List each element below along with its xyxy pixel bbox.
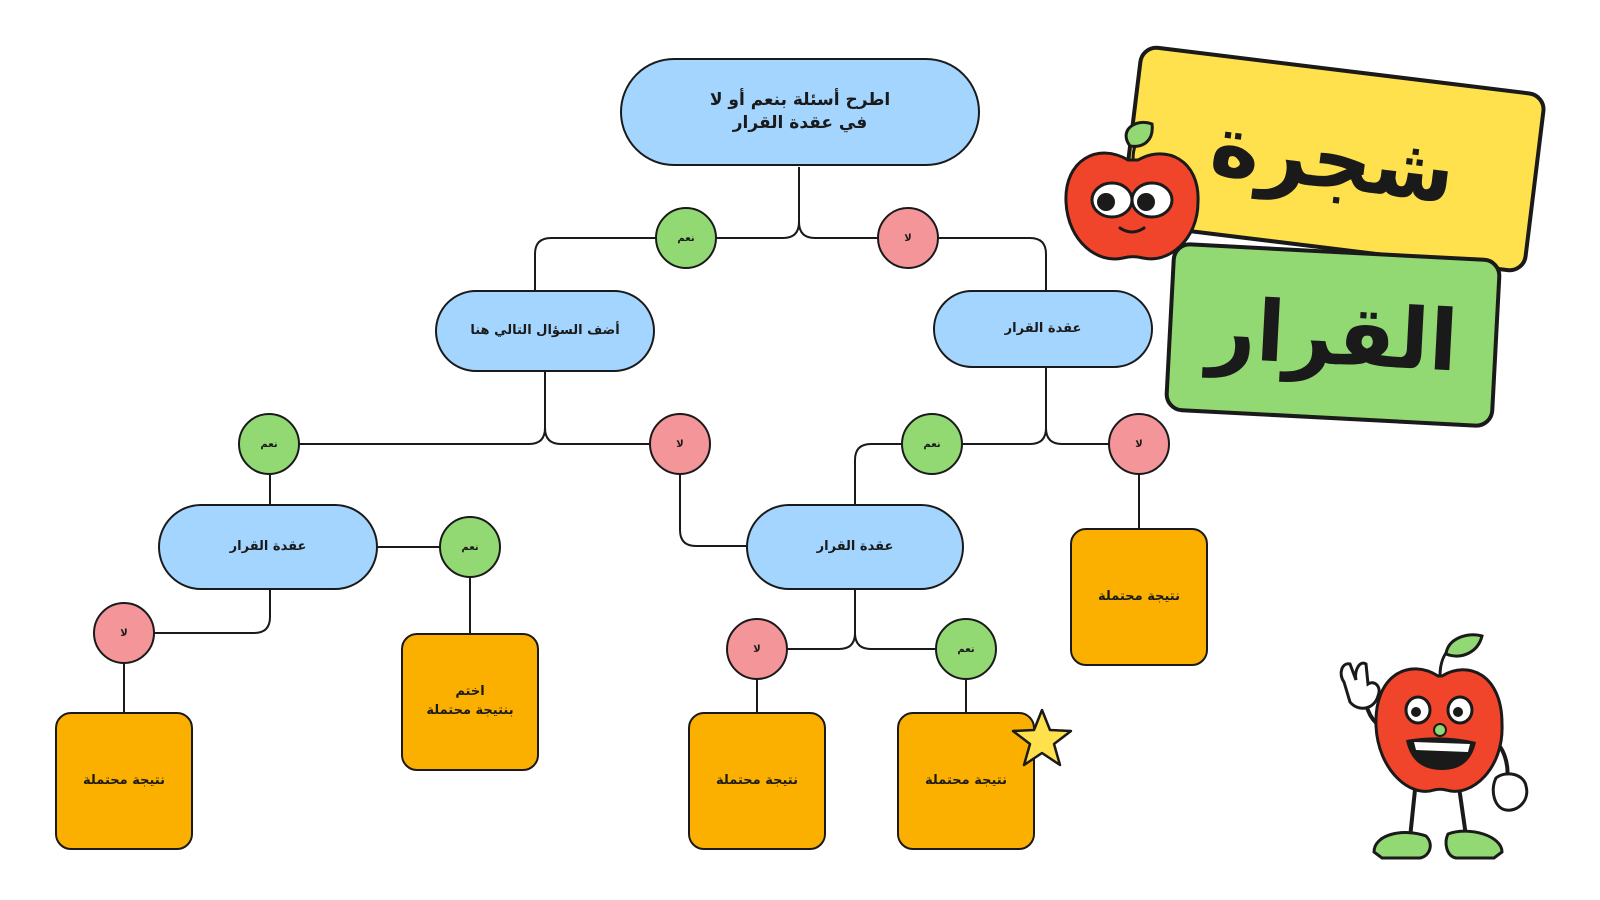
yes-badge: نعم [655,207,717,269]
yes-label: نعم [260,438,278,450]
yes-label: نعم [923,438,941,450]
decision-node-label: عقدة القرار [816,539,894,555]
no-label: لا [753,643,761,655]
decision-node-label: عقدة القرار [1004,321,1082,337]
decision-node-left-question[interactable]: أضف السؤال التالي هنا [435,290,655,372]
outcome-box-far-left[interactable]: نتيجة محتملة [55,712,193,850]
no-badge: لا [93,602,155,664]
no-badge: لا [649,413,711,475]
outcome-box-center-left[interactable]: نتيجة محتملة [688,712,826,850]
outcome-text: اختم بنتيجة محتملة [426,684,514,718]
decision-node-right[interactable]: عقدة القرار [933,290,1153,368]
star-icon [1011,708,1073,767]
no-label: لا [676,438,684,450]
yes-badge: نعم [901,413,963,475]
no-label: لا [1135,438,1143,450]
title-line-2: القرار [1205,279,1461,391]
apple-mascot-icon [1064,121,1200,261]
outcome-box-right[interactable]: نتيجة محتملة [1070,528,1208,666]
decision-node-label: أضف السؤال التالي هنا [470,323,620,339]
decision-node-left[interactable]: عقدة القرار [158,504,378,590]
root-question-text: اطرح أسئلة بنعم أو لا في عقدة القرار [709,90,891,133]
outcome-text: نتيجة محتملة [716,772,798,788]
yes-badge: نعم [935,618,997,680]
yes-label: نعم [461,541,479,553]
no-badge: لا [877,207,939,269]
outcome-text: نتيجة محتملة [925,772,1007,788]
yes-badge: نعم [439,516,501,578]
yes-badge: نعم [238,413,300,475]
outcome-box-center-right[interactable]: نتيجة محتملة [897,712,1035,850]
decision-node-label: عقدة القرار [229,539,307,555]
yes-label: نعم [957,643,975,655]
outcome-box-end[interactable]: اختم بنتيجة محتملة [401,633,539,771]
no-badge: لا [1108,413,1170,475]
apple-character-icon [1339,633,1529,860]
yes-label: نعم [677,232,695,244]
title-card-bottom: القرار [1163,241,1503,429]
root-question-node[interactable]: اطرح أسئلة بنعم أو لا في عقدة القرار [620,58,980,166]
title-line-1: شجرة [1205,95,1461,223]
outcome-text: نتيجة محتملة [83,772,165,788]
no-label: لا [120,627,128,639]
outcome-text: نتيجة محتملة [1098,588,1180,604]
no-badge: لا [726,618,788,680]
no-label: لا [904,232,912,244]
decision-node-center[interactable]: عقدة القرار [746,504,964,590]
